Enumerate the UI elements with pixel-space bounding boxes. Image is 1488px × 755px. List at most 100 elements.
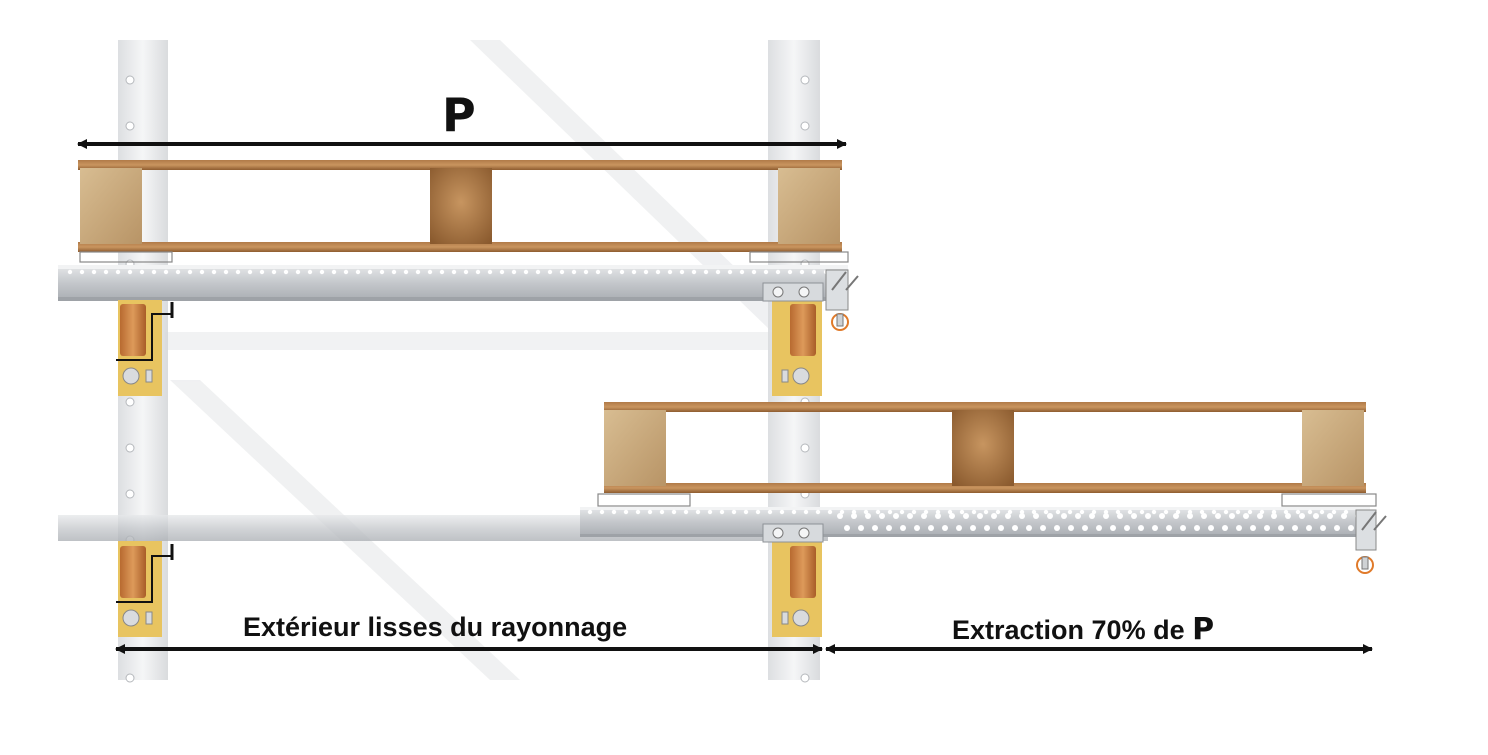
- rail-hole: [1054, 525, 1060, 531]
- rail-hole: [811, 269, 817, 275]
- rail-hole: [1089, 513, 1095, 519]
- rail-hole: [1115, 509, 1121, 515]
- rail-hole: [886, 525, 892, 531]
- rail-hole: [1124, 525, 1130, 531]
- rail-hole: [1223, 509, 1229, 515]
- rail-hole: [659, 509, 665, 515]
- rail-hole: [1295, 509, 1301, 515]
- rail-hole: [1264, 525, 1270, 531]
- rail-hole: [995, 509, 1001, 515]
- rail-hole: [970, 525, 976, 531]
- bottom-right-bracket: [762, 523, 824, 637]
- rail-hole: [1138, 525, 1144, 531]
- rail-hole: [1320, 525, 1326, 531]
- rail-hole: [1208, 525, 1214, 531]
- extraction-label: Extraction 70% de P: [952, 612, 1214, 647]
- rail-hole: [887, 509, 893, 515]
- rail-hole: [487, 269, 493, 275]
- rail-hole: [719, 509, 725, 515]
- rail-hole: [1243, 513, 1249, 519]
- rail-hole: [379, 269, 385, 275]
- rail-hole: [523, 269, 529, 275]
- upright-hole: [800, 673, 810, 683]
- rail-hole: [571, 269, 577, 275]
- rail-hole: [911, 509, 917, 515]
- rail-hole: [1319, 509, 1325, 515]
- rail-hole: [787, 269, 793, 275]
- rail-hole: [1215, 513, 1221, 519]
- rail-hole: [858, 525, 864, 531]
- rail-hole: [763, 269, 769, 275]
- rail-hole: [1007, 509, 1013, 515]
- rail-hole: [587, 509, 593, 515]
- rail-hole: [695, 509, 701, 515]
- rail-hole: [211, 269, 217, 275]
- rail-hole: [949, 513, 955, 519]
- rail-hole: [799, 269, 805, 275]
- bottom-pallet: [597, 402, 1377, 507]
- rail-hole: [983, 509, 989, 515]
- diagonal-bracing: [165, 40, 800, 680]
- rail-hole: [791, 509, 797, 515]
- rail-hole: [1331, 509, 1337, 515]
- rail-hole: [1061, 513, 1067, 519]
- extraction-prefix: Extraction 70% de: [952, 615, 1193, 645]
- upright-hole: [125, 673, 135, 683]
- rail-hole: [139, 269, 145, 275]
- rail-hole: [607, 269, 613, 275]
- rail-hole: [599, 509, 605, 515]
- rail-hole: [1180, 525, 1186, 531]
- rail-hole: [1139, 509, 1145, 515]
- rail-hole: [1299, 513, 1305, 519]
- rail-hole: [1068, 525, 1074, 531]
- rail-hole: [187, 269, 193, 275]
- rail-hole: [319, 269, 325, 275]
- rail-hole: [707, 509, 713, 515]
- rail-hole: [619, 269, 625, 275]
- rail-hole: [511, 269, 517, 275]
- top-right-bracket: [762, 282, 824, 396]
- top-left-bracket: [116, 300, 174, 396]
- rail-hole: [307, 269, 313, 275]
- rail-hole: [391, 269, 397, 275]
- rail-hole: [1026, 525, 1032, 531]
- rail-hole: [367, 269, 373, 275]
- rail-hole: [559, 269, 565, 275]
- rail-hole: [67, 269, 73, 275]
- rail-hole: [851, 509, 857, 515]
- rail-hole: [1163, 509, 1169, 515]
- rail-hole: [679, 269, 685, 275]
- rail-hole: [872, 525, 878, 531]
- rail-hole: [942, 525, 948, 531]
- rail-hole: [1079, 509, 1085, 515]
- rail-hole: [935, 513, 941, 519]
- rail-hole: [1047, 513, 1053, 519]
- rail-hole: [844, 525, 850, 531]
- rail-hole: [1306, 525, 1312, 531]
- rail-hole: [865, 513, 871, 519]
- rail-hole: [1040, 525, 1046, 531]
- rail-hole: [499, 269, 505, 275]
- rail-hole: [971, 509, 977, 515]
- rail-hole: [1271, 513, 1277, 519]
- rail-hole: [1091, 509, 1097, 515]
- rail-hole: [998, 525, 1004, 531]
- rail-hole: [1110, 525, 1116, 531]
- rail-hole: [671, 509, 677, 515]
- rail-hole: [1031, 509, 1037, 515]
- rail-hole: [259, 269, 265, 275]
- rail-hole: [623, 509, 629, 515]
- rail-hole: [463, 269, 469, 275]
- rail-hole: [1067, 509, 1073, 515]
- rail-hole: [1082, 525, 1088, 531]
- bottom-rail-holes: [587, 509, 1368, 531]
- rail-hole: [691, 269, 697, 275]
- rail-hole: [647, 509, 653, 515]
- rail-hole: [535, 269, 541, 275]
- rail-hole: [1247, 509, 1253, 515]
- rail-hole: [779, 509, 785, 515]
- rail-hole: [839, 509, 845, 515]
- rail-hole: [547, 269, 553, 275]
